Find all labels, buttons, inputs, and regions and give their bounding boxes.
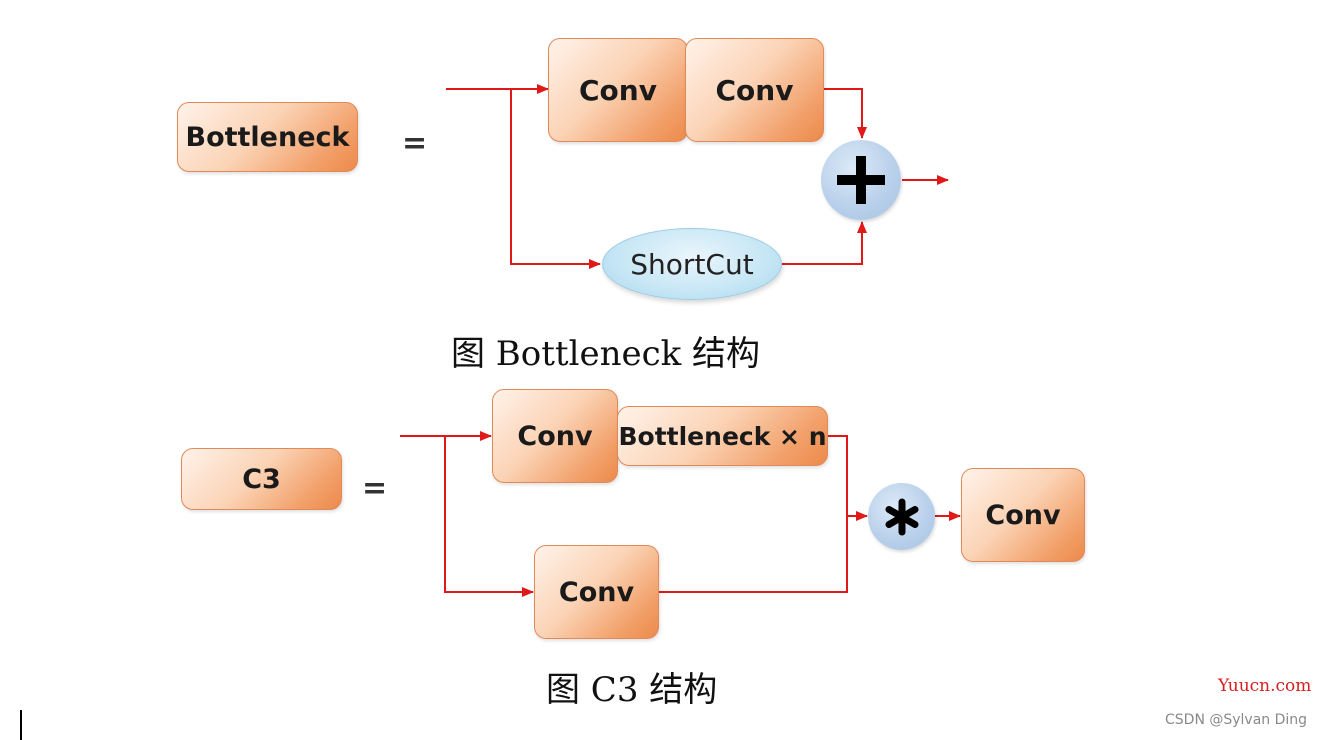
author-watermark: CSDN @Sylvan Ding	[1165, 712, 1308, 728]
conv-to-add-arrow	[824, 88, 867, 139]
c3-block: C3	[181, 448, 342, 510]
bottleneck-to-concat-line	[828, 435, 848, 516]
equals-sign: =	[402, 126, 428, 161]
bottleneck-n-label: Bottleneck × n	[618, 421, 827, 451]
conv-block-1: Conv	[548, 38, 688, 142]
shortcut-label: ShortCut	[630, 247, 754, 281]
conv-label: Conv	[985, 499, 1061, 531]
bottleneck-caption: 图 Bottleneck 结构	[451, 334, 761, 374]
bottleneck-n-block: Bottleneck × n	[617, 406, 828, 466]
c3-caption: 图 C3 结构	[546, 670, 718, 710]
conv-block-bottom: Conv	[534, 545, 659, 639]
conv-block-output: Conv	[961, 468, 1085, 562]
conv-label: Conv	[517, 420, 593, 452]
bottom-conv-to-concat-line	[659, 516, 848, 593]
c3-label: C3	[242, 463, 281, 495]
conv-block-2: Conv	[685, 38, 824, 142]
plus-icon	[837, 156, 885, 204]
site-watermark: Yuucn.com	[1218, 676, 1312, 696]
add-operator	[821, 140, 901, 220]
c3-split-to-bottom-conv-arrow	[444, 436, 534, 597]
conv-block-top: Conv	[492, 389, 618, 483]
equals-sign: =	[362, 471, 388, 506]
split-to-shortcut-arrow	[510, 89, 601, 269]
concat-operator	[868, 483, 935, 550]
conv-label: Conv	[558, 576, 635, 608]
text-cursor	[20, 710, 22, 740]
shortcut-node: ShortCut	[602, 228, 782, 300]
conv-label: Conv	[579, 73, 657, 107]
conv-label: Conv	[715, 73, 794, 107]
bottleneck-label: Bottleneck	[185, 121, 350, 153]
asterisk-icon	[885, 498, 918, 535]
shortcut-to-add-arrow	[782, 221, 867, 265]
bottleneck-block: Bottleneck	[177, 102, 358, 172]
